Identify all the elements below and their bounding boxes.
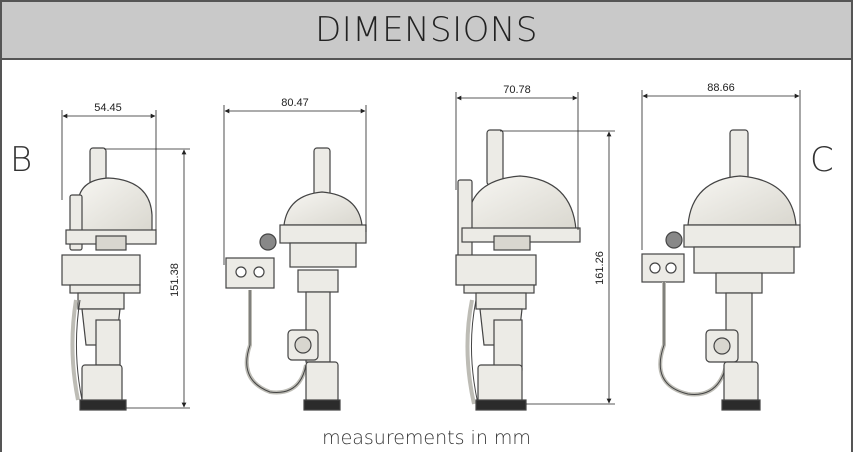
model-b-front-view [61,147,157,411]
drawing-area [0,60,853,452]
measurement-unit-note: measurements in mm [322,427,531,449]
dim-b-side-width: 80.47 [281,97,309,109]
technical-drawing: 54.45 151.38 80.47 [61,82,801,411]
model-b-side-view [225,147,367,411]
page-title: DIMENSIONS [315,10,538,50]
dim-c-side-width: 88.66 [707,82,735,94]
label-b: B [10,140,33,180]
label-c: C [810,140,834,180]
dim-b-front-width: 54.45 [94,102,122,114]
dim-c-height: 161.26 [594,251,606,285]
dim-b-height: 151.38 [169,263,181,297]
dim-c-front-width: 70.78 [503,84,531,96]
model-c-side-view [641,129,801,411]
model-c-front-view [455,129,581,411]
header-bar: DIMENSIONS [0,0,853,60]
